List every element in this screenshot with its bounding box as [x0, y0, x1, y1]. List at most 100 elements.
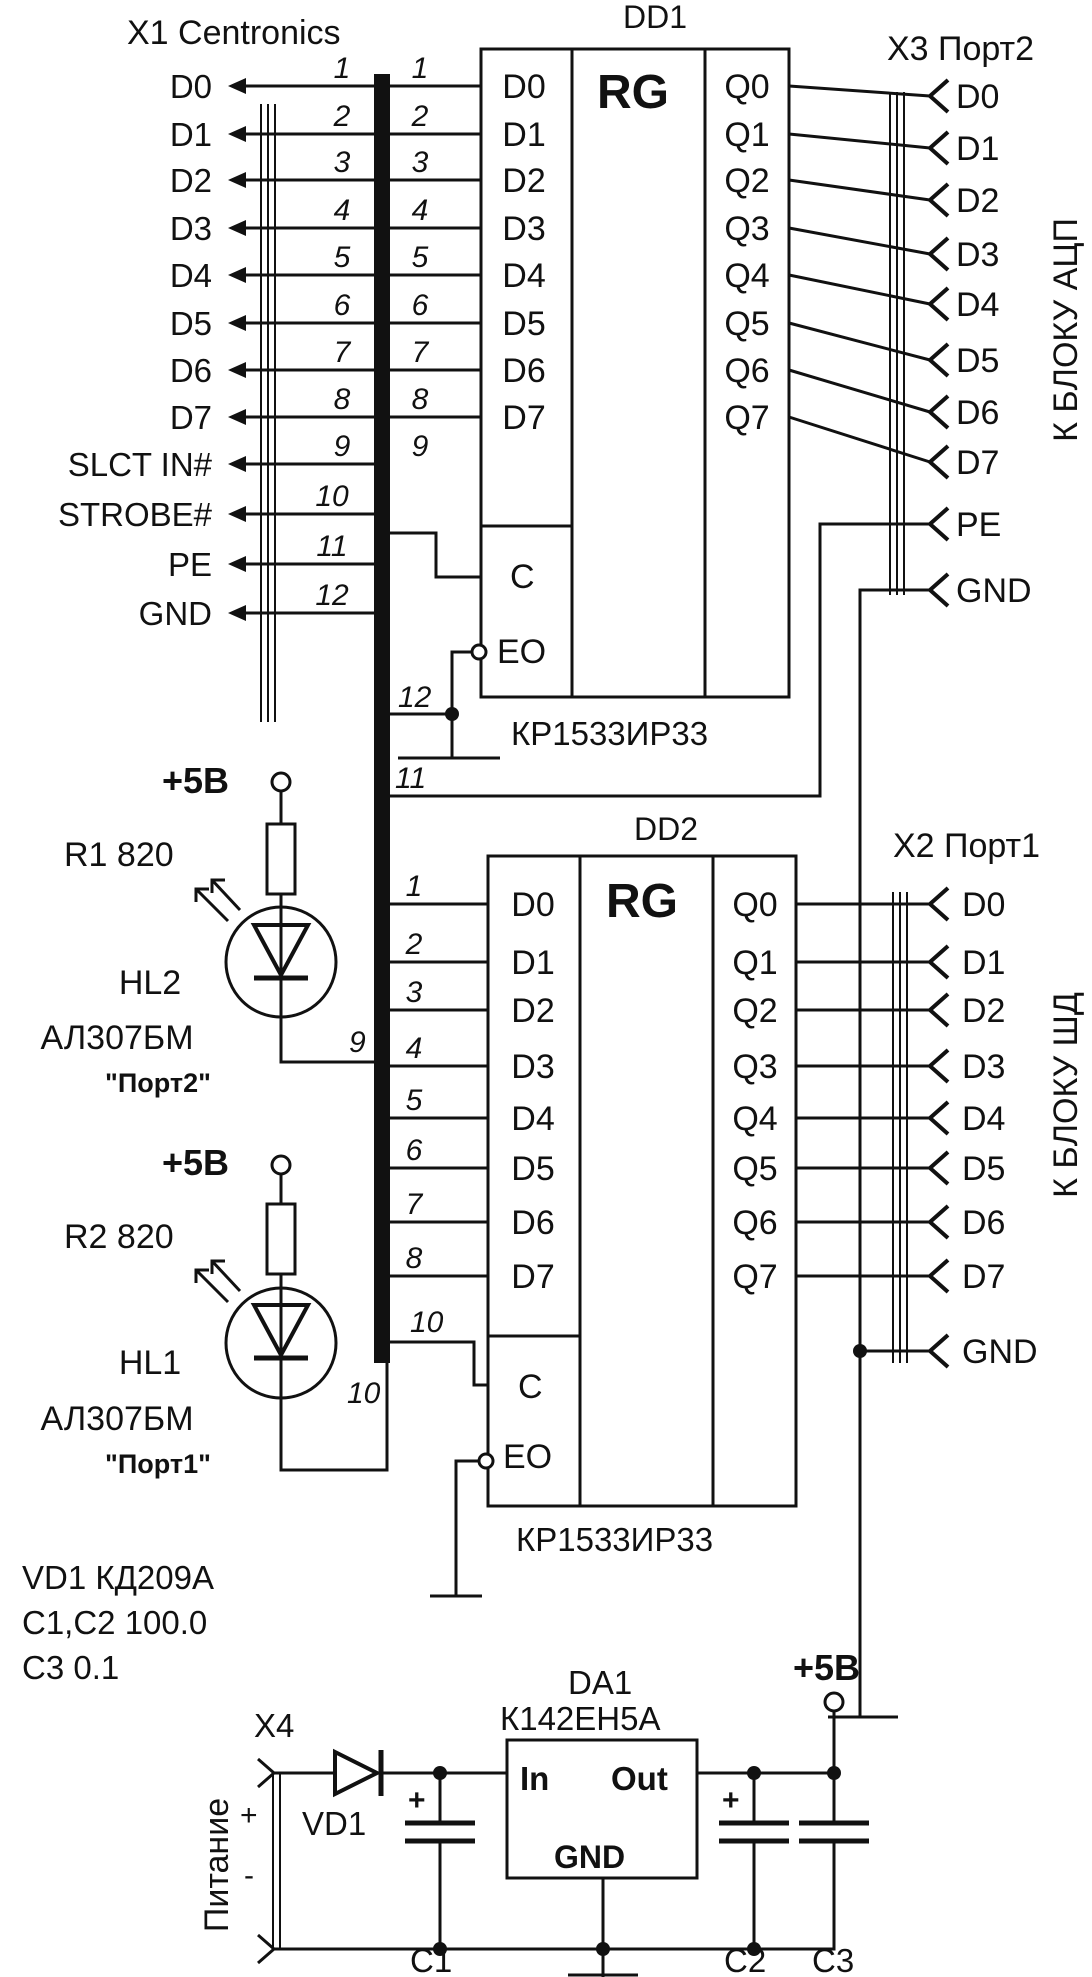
x1-pin-number: 2: [333, 100, 351, 133]
x4-label: X4: [254, 1707, 294, 1744]
dd1-input-label: D0: [502, 68, 545, 106]
x2-terminal-icon: [926, 1048, 950, 1084]
x2-pin-label: GND: [962, 1333, 1038, 1371]
note-line-3: C3 0.1: [22, 1649, 119, 1686]
power-minus-label: -: [244, 1859, 254, 1892]
dd1-part: КР1533ИР33: [511, 715, 708, 752]
x1-arrow-icon: [228, 456, 246, 472]
x1-signal-label: D7: [170, 399, 212, 436]
x1-arrow-icon: [228, 315, 246, 331]
x1-signal-label: GND: [139, 595, 212, 632]
hl2-ray-icon: [194, 887, 230, 923]
x3-gnd-wire: [858, 588, 930, 1717]
dd1-input-label: D6: [502, 352, 545, 390]
led-bottom-return-wire: [279, 1360, 389, 1472]
dd2-pin-eo: EO: [503, 1438, 552, 1476]
x3-terminal-icon: [926, 444, 950, 480]
dd2-name: DD2: [634, 811, 698, 847]
regulator-body: [505, 1738, 699, 1880]
dd1-output-label: Q7: [724, 399, 769, 437]
x2-pin-label: D4: [962, 1100, 1005, 1138]
dd1-output-label: Q4: [724, 257, 769, 295]
dd2-output-label: Q1: [732, 944, 777, 982]
x1-pin-number: 11: [316, 530, 347, 563]
dd2-function: RG: [606, 875, 678, 928]
dd2-input-label: D0: [511, 886, 554, 924]
x4-minus-terminal: [257, 1933, 277, 1965]
x2-side-label: К БЛОКУ ШД: [1047, 992, 1085, 1198]
dd1-input-label: D7: [502, 399, 545, 437]
x3-terminal-icon: [926, 572, 950, 608]
dd1-bus-pin-number: 1: [412, 52, 429, 85]
dd2-input-label: D1: [511, 944, 554, 982]
x3-terminal-icon: [926, 130, 950, 166]
hl2-ray-icon: [210, 878, 242, 912]
c3-label: C3: [812, 1942, 854, 1977]
x1-arrow-icon: [228, 605, 246, 621]
x2-terminal-icon: [926, 886, 950, 922]
x3-terminal-icon: [926, 342, 950, 378]
dd1-output-label: Q5: [724, 305, 769, 343]
dd2-output-label: Q7: [732, 1258, 777, 1296]
vd1-diode-icon: [333, 1748, 382, 1798]
dd1-input-label: D2: [502, 162, 545, 200]
hl1-label: HL1: [119, 1344, 181, 1382]
dd1-eo-bubble: [470, 643, 488, 661]
dd1-bus-pin-number: 7: [412, 336, 430, 369]
dd2-bus-pin-number: 4: [406, 1032, 423, 1065]
dd1-body: [479, 47, 791, 699]
regulator-out: Out: [611, 1760, 668, 1797]
x2-terminal-icon: [926, 992, 950, 1028]
dd1-chip: [479, 47, 791, 699]
out-terminal: [823, 1691, 845, 1713]
c3-lead: [274, 1841, 836, 1951]
dd1-output-label: Q3: [724, 210, 769, 248]
x2-pin-label: D7: [962, 1258, 1005, 1296]
x3-signal-wire: [788, 132, 931, 150]
dd1-input-label: D4: [502, 257, 545, 295]
dd1-eo-wire: [450, 650, 472, 714]
x2-pin-label: D2: [962, 992, 1005, 1030]
x2-pin-label: D6: [962, 1204, 1005, 1242]
x1-signal-label: D4: [170, 257, 212, 294]
dd2-body: [486, 854, 798, 1508]
led-top-return-wire: [279, 1017, 376, 1064]
vd1-label: VD1: [302, 1805, 366, 1842]
led-bottom-bus-pin: 10: [347, 1377, 381, 1410]
x3-pin-label: D3: [956, 236, 999, 274]
x1-arrow-icon: [228, 172, 246, 188]
x1-arrow-icon: [228, 506, 246, 522]
dd2-eo-bubble: [477, 1452, 495, 1470]
dd2-output-label: Q2: [732, 992, 777, 1030]
dd1-function: RG: [597, 66, 669, 119]
hl1-ray-icon: [194, 1268, 230, 1304]
dd2-input-label: D3: [511, 1048, 554, 1086]
x3-signal-wire: [788, 321, 931, 362]
led-top-supply-terminal: [270, 771, 292, 793]
x1-arrow-icon: [228, 220, 246, 236]
dd2-output-label: Q6: [732, 1204, 777, 1242]
hl2-label: HL2: [119, 964, 181, 1002]
dd1-pin-c: C: [510, 558, 535, 596]
dd2-bus-pin-number: 2: [405, 928, 423, 961]
regulator-gnd: GND: [554, 1839, 625, 1875]
dd2-part: КР1533ИР33: [516, 1521, 713, 1558]
dd1-gnd-pin-number: 12: [398, 681, 432, 714]
x3-pin-label: D4: [956, 286, 999, 324]
led-indicator-port1: +5В R2 820 HL1 АЛ307БМ "Порт1" 10: [40, 1142, 389, 1479]
dd1-output-label: Q0: [724, 68, 769, 106]
x3-side-label: К БЛОКУ АЦП: [1047, 218, 1085, 442]
pe-pin-number: 11: [395, 762, 426, 795]
dd2-bus-pin-number: 3: [406, 976, 423, 1009]
dd1-bus-pin-number: 9: [412, 430, 429, 463]
dd1-name: DD1: [623, 0, 687, 35]
r1-resistor: [265, 822, 297, 896]
dd1-bus-pin-number: 8: [412, 383, 429, 416]
led-top-bus-pin: 9: [349, 1026, 366, 1059]
dd2-bus-pin-number: 8: [406, 1242, 423, 1275]
x3-terminal-icon: [926, 236, 950, 272]
hl1-ray-icon: [210, 1259, 242, 1293]
dd2-chip: [486, 854, 798, 1508]
